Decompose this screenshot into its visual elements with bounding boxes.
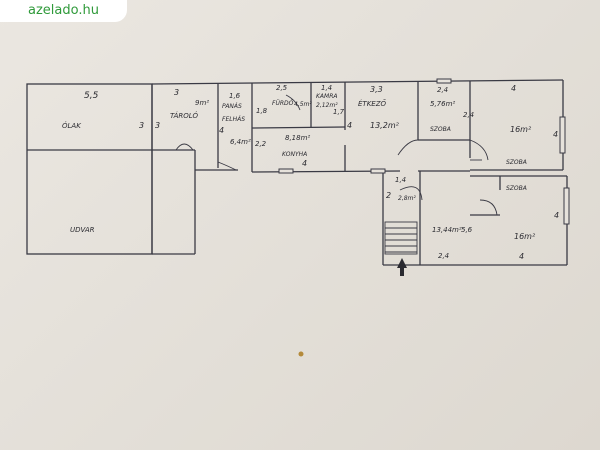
stairs [384, 221, 418, 255]
dim-label: 4 [302, 159, 307, 168]
room-area: 16m² [510, 125, 532, 134]
dim-label: 4 [554, 211, 559, 220]
dim-label: 2,5 [276, 84, 288, 92]
dim-label: 1,4 [321, 84, 332, 92]
dim-label: 3 [174, 88, 179, 97]
room-label-kamra: KAMRA [316, 93, 338, 100]
watermark-logo: azelado.hu [0, 0, 127, 22]
entry-arrow-icon [397, 258, 407, 276]
room-area: 2,12m² [316, 102, 338, 109]
dim-label: 4 [553, 130, 558, 139]
dim-label: 2 [386, 191, 391, 200]
dim-label: 5,5 [84, 91, 99, 101]
dim-label: 2,4 [463, 111, 474, 119]
room-area: 6,4m² [230, 138, 251, 146]
dim-label: 3 [139, 121, 144, 130]
dim-label: 5,6 [461, 226, 473, 234]
room-area: 4,5m² [294, 101, 312, 108]
dim-label: 3,3 [370, 85, 383, 94]
dim-label: 2,4 [437, 86, 448, 94]
room-area: 5,76m² [430, 100, 455, 108]
room-area: 13,2m² [370, 121, 400, 130]
dim-label: 4 [519, 252, 524, 261]
room-area: 13,44m² [432, 226, 462, 234]
stain-mark [298, 351, 304, 357]
dim-label: 4 [511, 84, 516, 93]
room-label-etkezo: ÉTKEZŐ [358, 99, 387, 108]
dim-label: 3 [155, 121, 160, 130]
dim-label: 4 [347, 121, 352, 130]
room-label-konyha: KONYHA [282, 151, 307, 158]
room-label-szoba-small: SZOBA [430, 126, 451, 133]
dim-label: 1,4 [395, 176, 406, 184]
room-area: 16m² [514, 232, 536, 241]
room-label-szoba-1: SZOBA [506, 159, 527, 166]
room-label-udvar: UDVAR [70, 226, 95, 234]
dim-label: 2,4 [438, 252, 449, 260]
room-label-tarolo: TÁROLÓ [170, 111, 198, 120]
room-label-furdo: FÜRDŐ [272, 100, 294, 107]
dim-label: 1,7 [333, 108, 345, 116]
dim-label: 1,8 [256, 107, 268, 115]
dim-label: 4 [219, 126, 224, 135]
room-area: 2,8m² [398, 195, 416, 202]
room-label-felhas: FELHÁS [222, 116, 245, 123]
dim-label: 2,2 [255, 140, 267, 148]
room-label-olak: ÓLAK [62, 121, 82, 130]
doors [175, 94, 498, 216]
dim-label: 1,6 [229, 92, 241, 100]
windows [278, 78, 570, 225]
room-label-szoba-2: SZOBA [506, 185, 527, 192]
room-area: 8,18m² [285, 134, 310, 142]
room-label-panas: PANÁS [222, 103, 242, 110]
room-area: 9m² [195, 99, 209, 107]
